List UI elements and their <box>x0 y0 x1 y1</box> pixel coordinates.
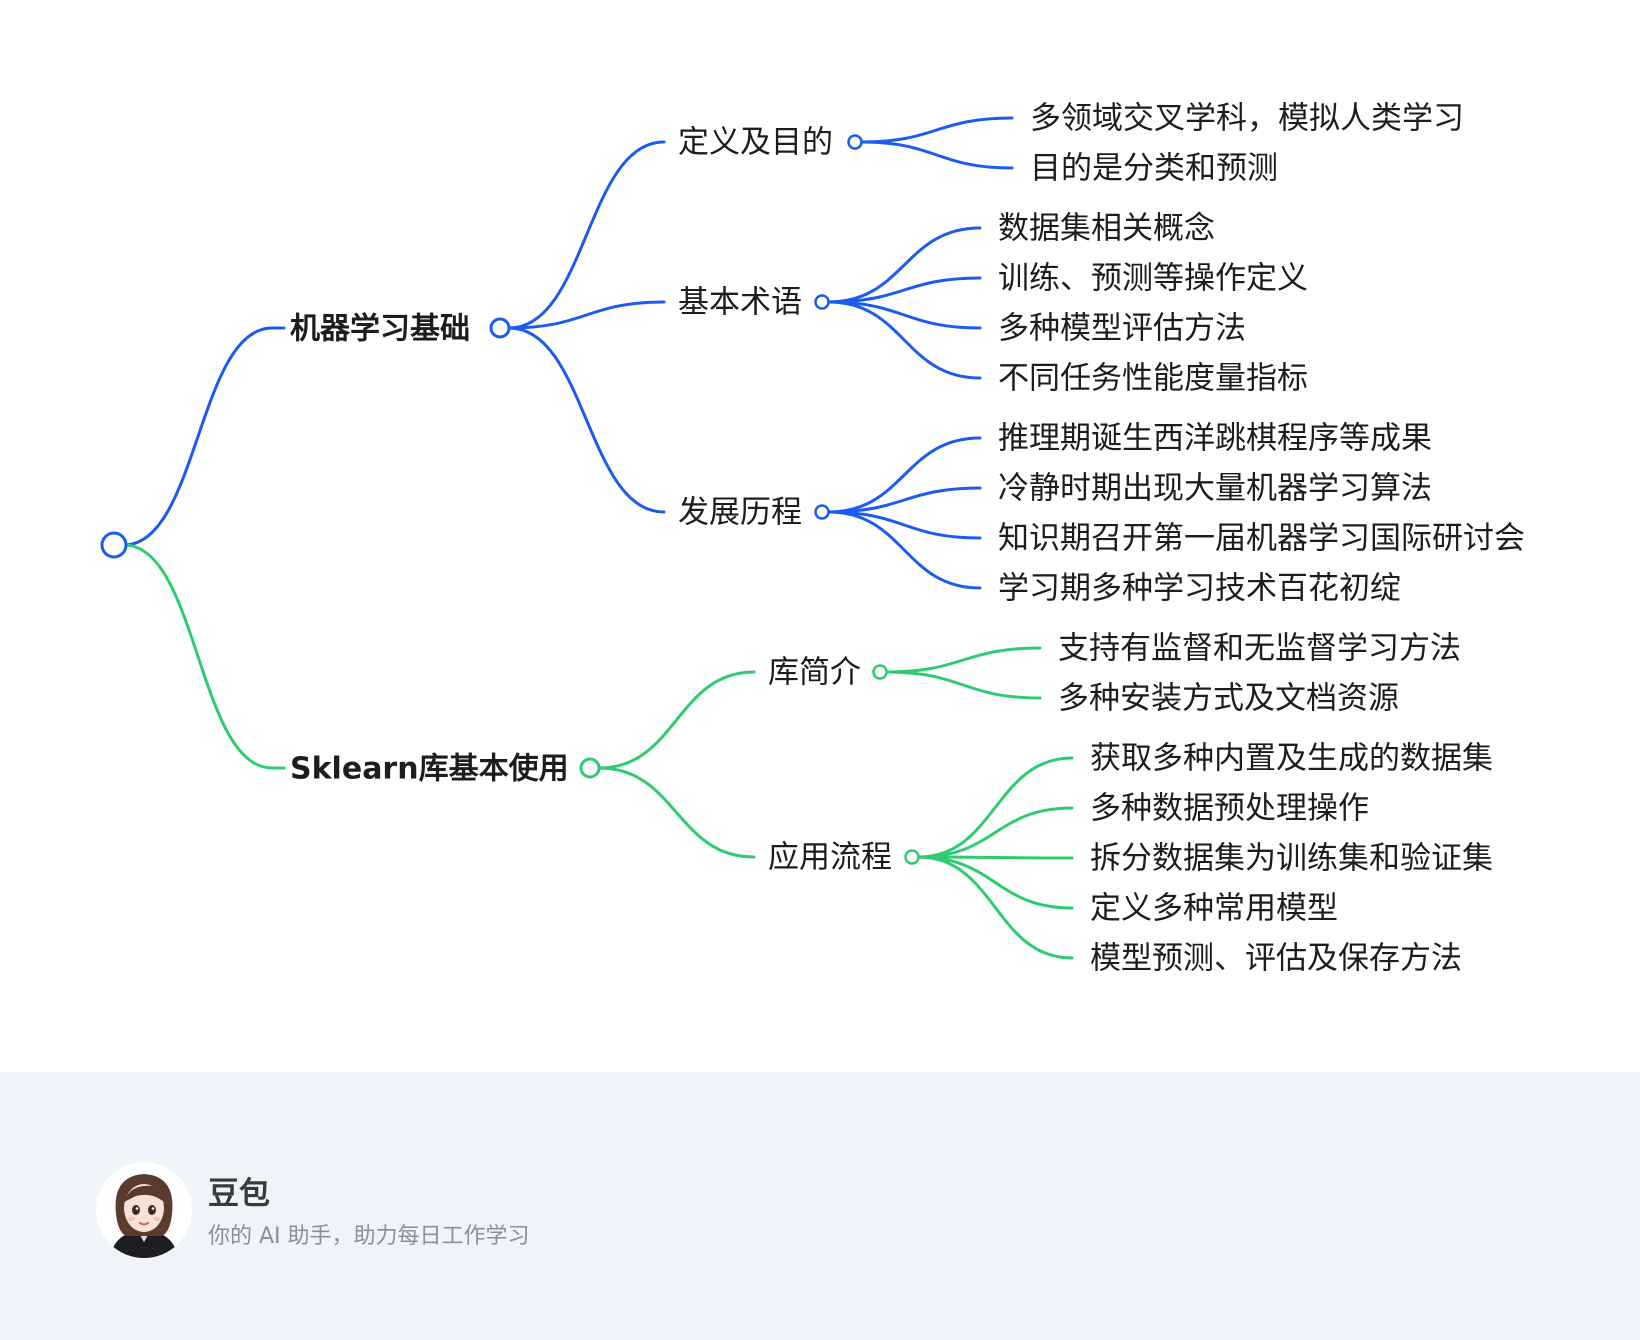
topic-label: 定义及目的 <box>678 125 833 161</box>
edge-branch-to-topic <box>597 670 756 770</box>
leaf-label: 知识期召开第一届机器学习国际研讨会 <box>998 521 1525 557</box>
leaf-label: 多种模型评估方法 <box>998 311 1246 347</box>
topic-node <box>904 849 920 865</box>
edge-topic-to-leaf <box>827 486 982 514</box>
edge-topic-to-leaf <box>917 855 1074 860</box>
edge-topic-to-leaf <box>827 436 982 514</box>
edge-topic-to-leaf <box>827 510 982 590</box>
edge-topic-to-leaf <box>917 855 1074 960</box>
leaf-label: 推理期诞生西洋跳棋程序等成果 <box>998 421 1432 457</box>
topic-label: 应用流程 <box>768 840 892 876</box>
edge-root-to-branch <box>122 543 274 770</box>
leaf-label: 支持有监督和无监督学习方法 <box>1058 631 1461 667</box>
topic-label: 发展历程 <box>678 495 802 531</box>
edge-topic-to-leaf <box>827 510 982 540</box>
branch-label: Sklearn库基本使用 <box>290 752 569 787</box>
edge-topic-to-leaf <box>885 646 1042 674</box>
topic-label: 基本术语 <box>678 285 802 321</box>
edge-branch-to-topic <box>507 140 666 330</box>
leaf-label: 多种安装方式及文档资源 <box>1058 681 1399 717</box>
topic-label: 库简介 <box>768 655 861 691</box>
edge-topic-to-leaf <box>827 276 982 304</box>
branch-node <box>579 757 601 779</box>
edge-branch-to-topic <box>597 766 756 859</box>
leaf-label: 学习期多种学习技术百花初绽 <box>998 571 1401 607</box>
leaf-label: 定义多种常用模型 <box>1090 891 1338 927</box>
leaf-label: 拆分数据集为训练集和验证集 <box>1090 841 1493 877</box>
assistant-tagline: 你的 AI 助手，助力每日工作学习 <box>208 1224 530 1249</box>
leaf-label: 多领域交叉学科，模拟人类学习 <box>1030 101 1464 137</box>
edge-topic-to-leaf <box>827 226 982 304</box>
edge-topic-to-leaf <box>917 756 1074 859</box>
root-node <box>100 531 128 559</box>
leaf-label: 多种数据预处理操作 <box>1090 791 1369 827</box>
edge-topic-to-leaf <box>827 300 982 330</box>
topic-node <box>814 294 830 310</box>
leaf-label: 数据集相关概念 <box>998 211 1215 247</box>
leaf-label: 不同任务性能度量指标 <box>998 361 1308 397</box>
avatar-girl-icon <box>96 1162 192 1258</box>
assistant-name: 豆包 <box>208 1176 270 1212</box>
edge-topic-to-leaf <box>827 300 982 380</box>
leaf-label: 目的是分类和预测 <box>1030 151 1278 187</box>
edge-topic-to-leaf <box>917 855 1074 910</box>
edge-topic-to-leaf <box>860 140 1014 170</box>
topic-node <box>872 664 888 680</box>
edge-topic-to-leaf <box>860 116 1014 144</box>
edge-topic-to-leaf <box>885 670 1042 700</box>
branch-label: 机器学习基础 <box>290 312 470 347</box>
mindmap-canvas: 机器学习基础 定义及目的 多领域交叉学科，模拟人类学习目的是分类和预测基本术语 数据集… <box>100 101 1525 977</box>
edge-branch-to-topic <box>507 300 666 330</box>
edge-branch-to-topic <box>507 326 666 514</box>
branch-node <box>489 317 511 339</box>
footer-banner: 豆包 你的 AI 助手，助力每日工作学习 <box>0 1072 1640 1340</box>
edge-topic-to-leaf <box>917 806 1074 859</box>
leaf-label: 获取多种内置及生成的数据集 <box>1090 741 1493 777</box>
leaf-label: 模型预测、评估及保存方法 <box>1090 941 1462 977</box>
topic-node <box>814 504 830 520</box>
edge-root-to-branch <box>122 326 274 547</box>
leaf-label: 训练、预测等操作定义 <box>998 261 1308 297</box>
leaf-label: 冷静时期出现大量机器学习算法 <box>998 471 1432 507</box>
topic-node <box>847 134 863 150</box>
